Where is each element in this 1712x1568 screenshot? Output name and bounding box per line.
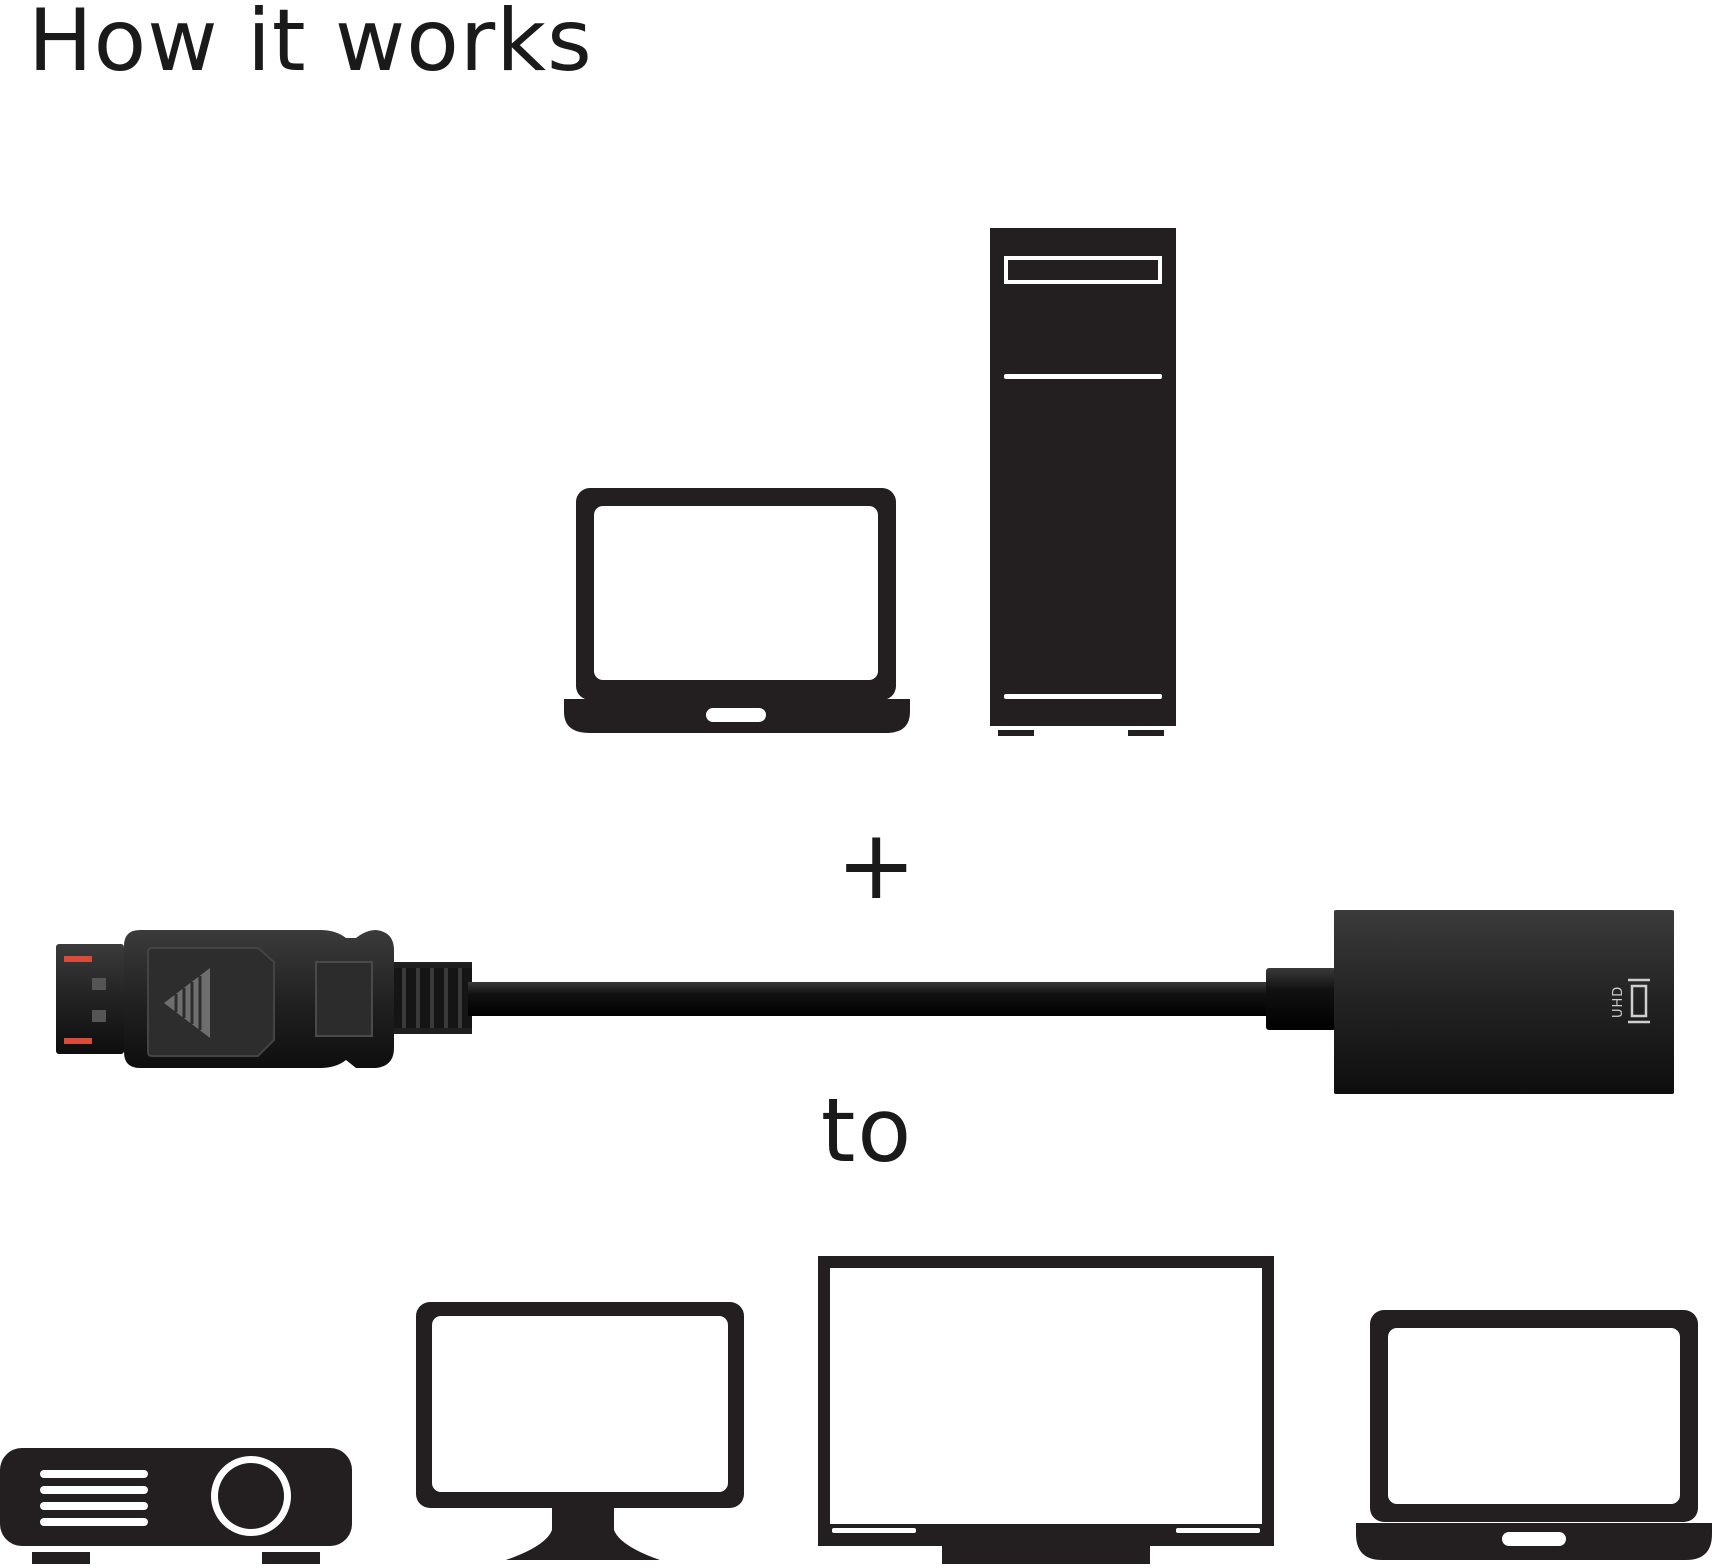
plug-tip — [56, 944, 124, 1054]
cable — [468, 982, 1270, 1016]
adapter-housing — [1334, 910, 1674, 1094]
page-title: How it works — [28, 0, 593, 91]
uhd-label: UHD — [1611, 986, 1626, 1018]
tv-icon — [818, 1256, 1274, 1564]
hdmi-port-icon — [1628, 978, 1650, 1024]
arrow-icon — [164, 968, 210, 1038]
connector-word: to — [820, 1079, 914, 1182]
desktop-tower-icon — [990, 228, 1176, 736]
projector-icon — [0, 1448, 352, 1564]
latch-button — [147, 947, 275, 1057]
plus-sign: + — [836, 809, 917, 921]
laptop-icon — [564, 488, 910, 733]
monitor-icon — [416, 1302, 744, 1560]
pin-mark — [64, 956, 92, 962]
displayport-adapter-cable: UHD — [56, 910, 1674, 1094]
housing-neck — [1266, 968, 1336, 1030]
laptop-icon — [1356, 1310, 1712, 1560]
